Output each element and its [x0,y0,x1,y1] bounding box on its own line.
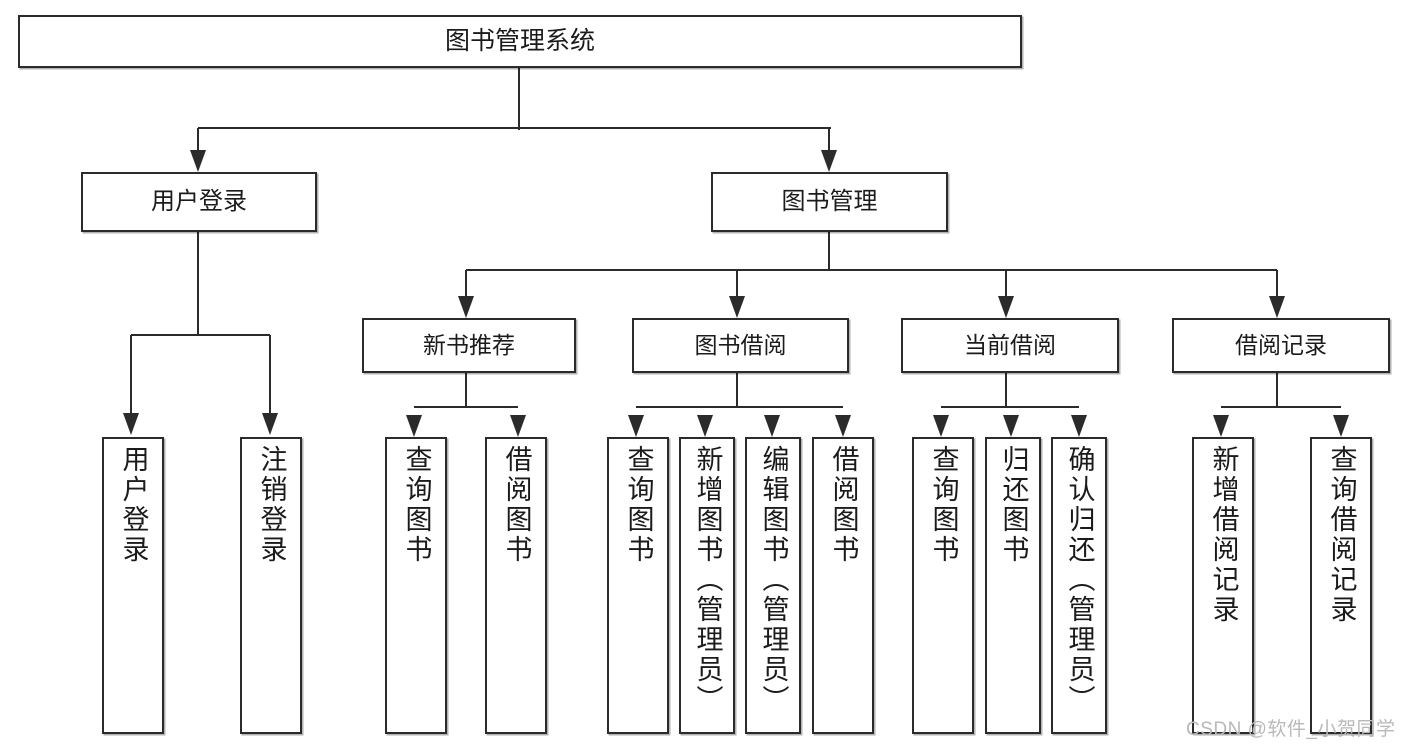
arrowhead-icon [1333,415,1349,437]
node-root-book-management-system[interactable]: 图书管理系统 [18,15,1022,68]
arrowhead-icon [628,415,644,437]
node-leaf-return-book[interactable]: 归还图书 [985,437,1041,734]
node-label: 新增借阅记录 [1208,445,1239,625]
connector-root-drop [196,128,200,150]
node-leaf-borrow-book[interactable]: 借阅图书 [812,437,874,734]
node-label: 新书推荐 [423,331,515,358]
node-new-book-recommend[interactable]: 新书推荐 [362,318,576,373]
node-book-borrow[interactable]: 图书借阅 [632,318,849,373]
node-current-borrow[interactable]: 当前借阅 [901,318,1119,373]
node-leaf-add-book[interactable]: 新增图书（管理员） [679,437,735,734]
connector-books-bus [466,268,1277,272]
node-leaf-logout[interactable]: 注销登录 [240,437,302,734]
arrowhead-icon [458,296,474,318]
connector-level3-stem [1275,373,1279,407]
arrowhead-icon [190,150,206,172]
node-label: 图书管理 [781,187,878,215]
arrowhead-icon [406,415,422,437]
connector-level3-stem [1004,373,1008,407]
node-leaf-user-login[interactable]: 用户登录 [102,437,164,734]
arrowhead-icon [764,415,780,437]
arrowhead-icon [510,415,526,437]
node-label: 查询图书 [401,445,432,565]
connector-level2-stem [196,232,200,335]
node-label: 借阅图书 [828,445,859,565]
node-label: 确认归还（管理员） [1064,445,1095,715]
node-book-manage[interactable]: 图书管理 [711,172,948,232]
node-label: 图书管理系统 [444,26,595,55]
node-label: 用户登录 [118,445,149,565]
connector-login-drop [268,335,272,413]
node-label: 图书借阅 [694,331,787,358]
node-label: 用户登录 [151,187,247,215]
arrowhead-icon [1003,415,1019,437]
node-leaf-add-borrow-record[interactable]: 新增借阅记录 [1192,437,1254,734]
node-leaf-query-book-current[interactable]: 查询图书 [912,437,974,734]
node-label: 借阅图书 [501,445,532,565]
connector-root-drop [827,128,831,150]
connector-level2-stem [827,232,831,270]
arrowhead-icon [821,150,837,172]
node-leaf-query-book-borrow[interactable]: 查询图书 [607,437,669,734]
node-label: 查询借阅记录 [1326,445,1357,625]
node-leaf-edit-book[interactable]: 编辑图书（管理员） [745,437,801,734]
arrowhead-icon [1213,415,1229,437]
connector-root-stem [517,68,521,130]
connector-level3-bus [414,405,518,409]
node-label: 借阅记录 [1235,331,1327,358]
connector-login-bus [131,333,270,337]
node-borrow-record[interactable]: 借阅记录 [1172,318,1390,373]
node-user-login[interactable]: 用户登录 [81,172,317,232]
arrowhead-icon [123,413,139,435]
arrowhead-icon [835,415,851,437]
connector-level3-bus [636,405,843,409]
node-label: 新增图书（管理员） [692,445,723,715]
arrowhead-icon [933,415,949,437]
connector-level3-stem [464,373,468,407]
node-label: 当前借阅 [964,331,1056,358]
arrowhead-icon [729,296,745,318]
connector-level3-stem [735,373,739,407]
arrowhead-icon [697,415,713,437]
node-label: 查询图书 [928,445,959,565]
node-leaf-borrow-book-rec[interactable]: 借阅图书 [485,437,547,734]
arrowhead-icon [1071,415,1087,437]
arrowhead-icon [1269,296,1285,318]
node-label: 查询图书 [623,445,654,565]
connector-books-drop [1004,270,1008,296]
node-label: 归还图书 [998,445,1029,565]
node-leaf-confirm-return[interactable]: 确认归还（管理员） [1051,437,1107,734]
node-label: 编辑图书（管理员） [758,445,789,715]
arrowhead-icon [262,413,278,435]
arrowhead-icon [998,296,1014,318]
node-leaf-query-borrow-record[interactable]: 查询借阅记录 [1310,437,1372,734]
connector-login-drop [129,335,133,413]
node-leaf-query-book-rec[interactable]: 查询图书 [385,437,447,734]
node-label: 注销登录 [256,445,287,565]
connector-level3-bus [941,405,1079,409]
connector-books-drop [464,270,468,296]
connector-books-drop [735,270,739,296]
connector-root-bus [198,126,831,130]
connector-books-drop [1275,270,1279,296]
connector-level3-bus [1221,405,1341,409]
